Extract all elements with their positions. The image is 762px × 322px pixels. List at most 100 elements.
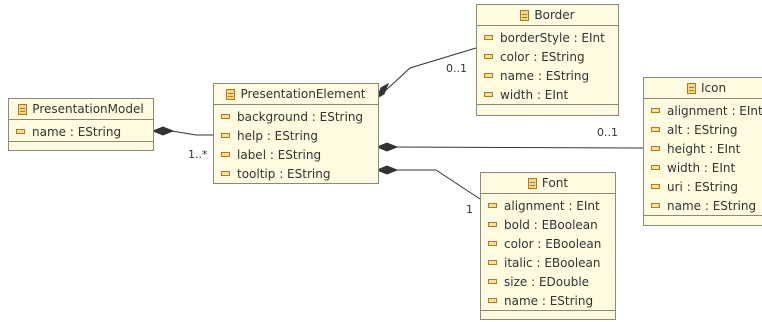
attribute-label: alignment : EInt <box>667 103 762 118</box>
attribute-row[interactable]: help : EString <box>214 126 378 145</box>
class-name: PresentationModel <box>32 102 144 116</box>
attribute-icon <box>488 241 497 246</box>
attribute-label: width : EInt <box>500 87 569 102</box>
attribute-list: borderStyle : EInt color : EString name … <box>477 26 618 104</box>
attribute-row[interactable]: name : EString <box>9 122 153 141</box>
attribute-icon <box>221 133 230 138</box>
attribute-icon <box>488 222 497 227</box>
attribute-icon <box>651 165 660 170</box>
attribute-row[interactable]: uri : EString <box>644 177 762 196</box>
operations-separator <box>644 215 762 216</box>
attribute-label: uri : EString <box>667 179 738 194</box>
class-presentation-model[interactable]: PresentationModel name : EString <box>8 98 154 151</box>
class-border[interactable]: Border borderStyle : EInt color : EStrin… <box>476 4 619 116</box>
attribute-row[interactable]: background : EString <box>214 107 378 126</box>
attribute-list: name : EString <box>9 120 153 141</box>
eclass-icon <box>687 82 696 94</box>
attribute-label: name : EString <box>32 124 122 139</box>
operations-separator <box>214 183 378 184</box>
composition-diamond <box>376 82 389 100</box>
attribute-label: name : EString <box>500 68 590 83</box>
attribute-row[interactable]: label : EString <box>214 145 378 164</box>
model-element-line <box>171 130 214 136</box>
attribute-label: tooltip : EString <box>237 166 331 181</box>
attribute-icon <box>488 260 497 265</box>
attribute-label: alt : EString <box>667 122 738 137</box>
attribute-label: alignment : EInt <box>504 198 600 213</box>
attribute-list: background : EString help : EString labe… <box>214 105 378 183</box>
class-name: Icon <box>701 81 727 95</box>
attribute-icon <box>484 54 493 59</box>
attribute-label: bold : EBoolean <box>504 217 598 232</box>
attribute-row[interactable]: name : EString <box>477 66 618 85</box>
element-font-line <box>397 169 481 200</box>
multiplicity-label: 1 <box>466 203 473 216</box>
class-font[interactable]: Font alignment : EInt bold : EBoolean co… <box>480 172 616 320</box>
attribute-row[interactable]: size : EDouble <box>481 272 615 291</box>
attribute-row[interactable]: tooltip : EString <box>214 164 378 183</box>
attribute-icon <box>221 171 230 176</box>
class-icon[interactable]: Icon alignment : EInt alt : EString heig… <box>643 77 762 226</box>
multiplicity-label: 0..1 <box>446 62 467 75</box>
attribute-icon <box>484 92 493 97</box>
attribute-row[interactable]: alignment : EInt <box>644 101 762 120</box>
class-name: Border <box>534 8 575 22</box>
attribute-label: color : EBoolean <box>504 236 602 251</box>
attribute-icon <box>16 129 25 134</box>
attribute-icon <box>651 108 660 113</box>
attribute-label: size : EDouble <box>504 274 590 289</box>
element-icon-line <box>396 146 644 149</box>
eclass-icon <box>527 177 537 189</box>
attribute-icon <box>484 73 493 78</box>
attribute-label: name : EString <box>504 293 594 308</box>
attribute-row[interactable]: bold : EBoolean <box>481 215 615 234</box>
attribute-row[interactable]: borderStyle : EInt <box>477 28 618 47</box>
attribute-row[interactable]: width : EInt <box>477 85 618 104</box>
operations-separator <box>9 141 153 142</box>
attribute-icon <box>484 35 493 40</box>
attribute-row[interactable]: height : EInt <box>644 139 762 158</box>
operations-separator <box>481 310 615 311</box>
attribute-label: background : EString <box>237 109 364 124</box>
composition-diamond <box>151 126 175 136</box>
attribute-row[interactable]: color : EBoolean <box>481 234 615 253</box>
eclass-icon <box>226 88 236 100</box>
attribute-row[interactable]: alignment : EInt <box>481 196 615 215</box>
attribute-row[interactable]: name : EString <box>644 196 762 215</box>
attribute-row[interactable]: italic : EBoolean <box>481 253 615 272</box>
element-border-line <box>383 47 477 93</box>
attribute-icon <box>651 184 660 189</box>
attribute-label: italic : EBoolean <box>504 255 601 270</box>
attribute-label: color : EString <box>500 49 585 64</box>
attribute-icon <box>488 203 497 208</box>
composition-diamond <box>375 142 399 152</box>
eclass-icon <box>520 9 530 21</box>
composition-diamond <box>375 165 399 175</box>
attribute-label: borderStyle : EInt <box>500 30 605 45</box>
class-name: PresentationElement <box>240 87 366 101</box>
class-presentation-element[interactable]: PresentationElement background : EString… <box>213 83 379 184</box>
multiplicity-label: 0..1 <box>597 126 618 139</box>
attribute-list: alignment : EInt alt : EString height : … <box>644 99 762 215</box>
attribute-icon <box>221 114 230 119</box>
attribute-list: alignment : EInt bold : EBoolean color :… <box>481 194 615 310</box>
eclass-icon <box>18 103 28 115</box>
attribute-row[interactable]: name : EString <box>481 291 615 310</box>
attribute-icon <box>651 146 660 151</box>
attribute-icon <box>488 279 497 284</box>
operations-separator <box>477 104 618 105</box>
attribute-label: label : EString <box>237 147 322 162</box>
attribute-row[interactable]: width : EInt <box>644 158 762 177</box>
attribute-label: help : EString <box>237 128 319 143</box>
attribute-icon <box>488 298 497 303</box>
attribute-row[interactable]: color : EString <box>477 47 618 66</box>
attribute-icon <box>651 127 660 132</box>
attribute-label: width : EInt <box>667 160 736 175</box>
attribute-label: name : EString <box>667 198 757 213</box>
class-name: Font <box>541 176 569 190</box>
attribute-icon <box>651 203 660 208</box>
attribute-row[interactable]: alt : EString <box>644 120 762 139</box>
multiplicity-label: 1..* <box>188 148 208 161</box>
attribute-icon <box>221 152 230 157</box>
